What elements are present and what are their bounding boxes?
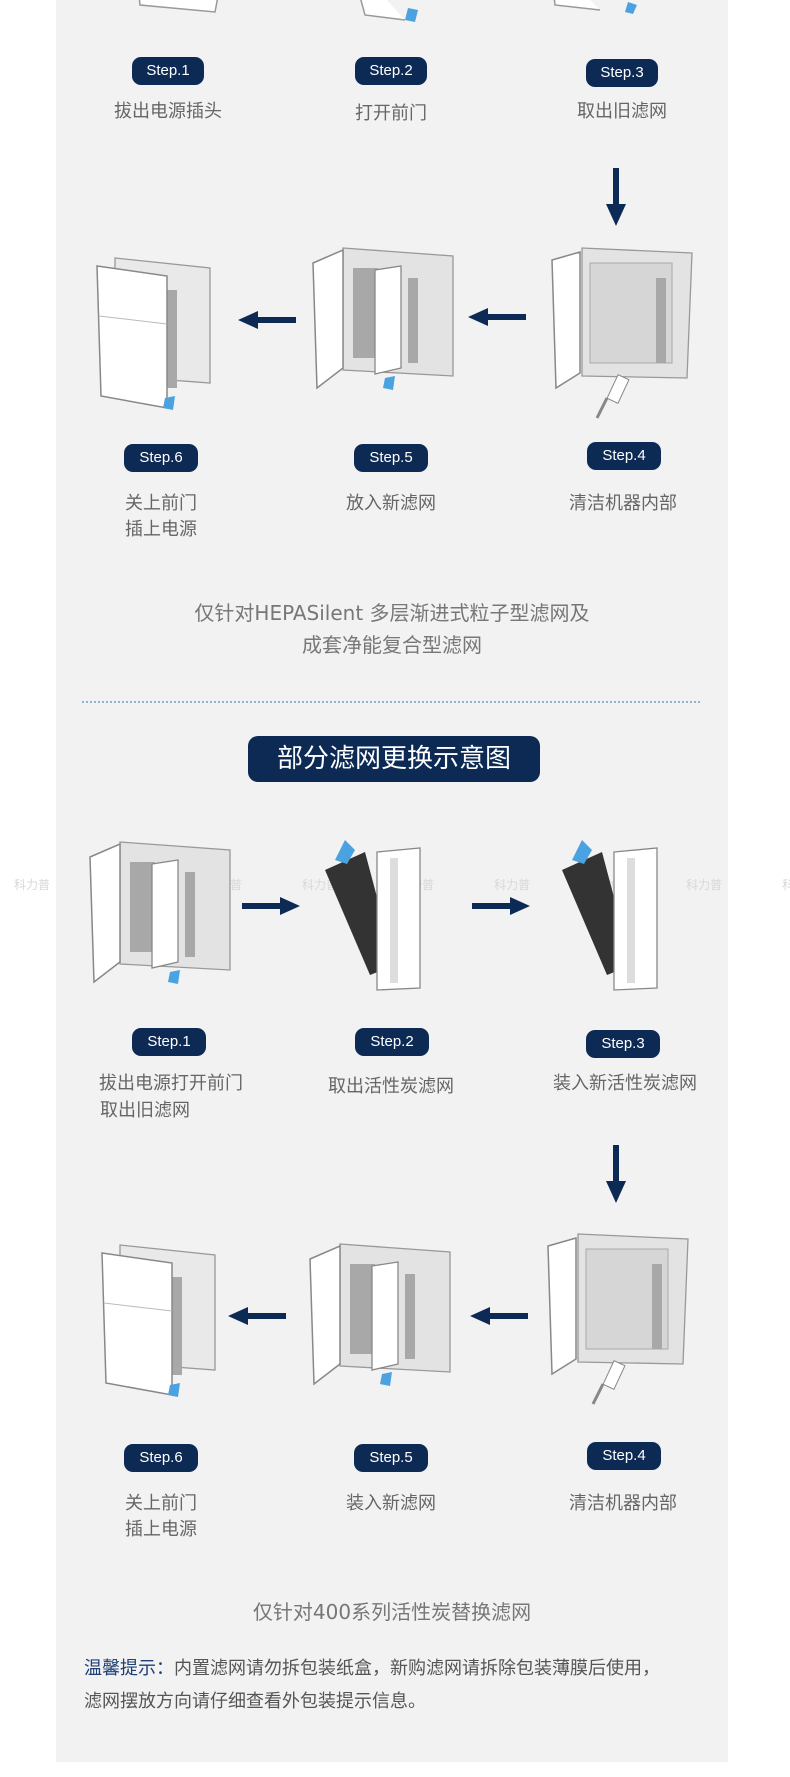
section2-title: 部分滤网更换示意图	[248, 736, 540, 782]
arrow-down-icon	[606, 168, 626, 226]
purifier-illustration-step1	[138, 0, 219, 13]
purifier-closed-illustration	[101, 1244, 216, 1397]
step-badge-5: Step.5	[354, 444, 428, 472]
arrow-right-icon	[242, 897, 300, 915]
purifier-insert-filter-illustration	[312, 247, 454, 390]
arrow-left-icon	[228, 1307, 286, 1325]
section1-note-line2: 成套净能复合型滤网	[302, 633, 482, 657]
s2-step-badge-5: Step.5	[354, 1444, 428, 1472]
s2-step-badge-2: Step.2	[355, 1028, 429, 1056]
s2-step-badge-4: Step.4	[587, 1442, 661, 1470]
arrow-left-icon	[238, 311, 296, 329]
step-label-4: 清洁机器内部	[569, 493, 677, 514]
step-label-1: 拔出电源插头	[114, 101, 222, 122]
step-badge-6: Step.6	[124, 444, 198, 472]
section2-note: 仅针对400系列活性炭替换滤网	[252, 1600, 532, 1624]
arrow-right-icon	[472, 897, 530, 915]
step-label-5: 放入新滤网	[346, 493, 436, 514]
step-badge-1: Step.1	[132, 57, 204, 85]
purifier-illustration-step3	[553, 0, 637, 14]
tip-line1: 内置滤网请勿拆包装纸盒，新购滤网请拆除包装薄膜后使用，	[174, 1658, 660, 1679]
tip-line2: 滤网摆放方向请仔细查看外包装提示信息。	[84, 1691, 426, 1712]
purifier-cleaning-illustration	[551, 247, 693, 419]
step-badge-2: Step.2	[355, 57, 427, 85]
s2-step-label-6-line1: 关上前门	[125, 1493, 197, 1514]
s2-step-badge-6: Step.6	[124, 1444, 198, 1472]
arrow-left-icon	[468, 308, 526, 326]
s2-step-label-1-line1: 拔出电源打开前门	[99, 1073, 243, 1094]
step-label-6-line1: 关上前门	[125, 493, 197, 514]
s2-step-label-4: 清洁机器内部	[569, 1493, 677, 1514]
purifier-illustration-step2	[360, 0, 418, 22]
s2-step-label-2: 取出活性炭滤网	[328, 1076, 454, 1097]
purifier-cleaning-illustration	[547, 1233, 689, 1405]
s2-step-label-3: 装入新活性炭滤网	[553, 1073, 697, 1094]
s2-step-label-1-line2: 取出旧滤网	[100, 1100, 190, 1121]
purifier-insert-filter-illustration	[309, 1243, 451, 1386]
s2-step-badge-1: Step.1	[132, 1028, 206, 1056]
step-badge-4: Step.4	[587, 442, 661, 470]
s2-step-badge-3: Step.3	[586, 1030, 660, 1058]
s2-step-label-5: 装入新滤网	[346, 1493, 436, 1514]
step-label-2: 打开前门	[355, 103, 427, 124]
step-label-6-line2: 插上电源	[125, 519, 197, 540]
carbon-filter-illustration	[325, 840, 421, 991]
purifier-closed-illustration	[96, 257, 211, 410]
tip-prefix: 温馨提示：	[84, 1658, 174, 1679]
new-carbon-filter-illustration	[562, 840, 658, 991]
arrow-left-icon	[470, 1307, 528, 1325]
warm-tip: 温馨提示：内置滤网请勿拆包装纸盒，新购滤网请拆除包装薄膜后使用， 滤网摆放方向请…	[84, 1652, 724, 1718]
purifier-open-illustration	[89, 841, 231, 984]
step-badge-3: Step.3	[586, 59, 658, 87]
dotted-divider	[82, 701, 700, 703]
step-label-3: 取出旧滤网	[577, 101, 667, 122]
s2-step-label-6-line2: 插上电源	[125, 1519, 197, 1540]
section1-note-line1: 仅针对HEPASilent 多层渐进式粒子型滤网及	[194, 601, 590, 625]
arrow-down-icon	[606, 1145, 626, 1203]
